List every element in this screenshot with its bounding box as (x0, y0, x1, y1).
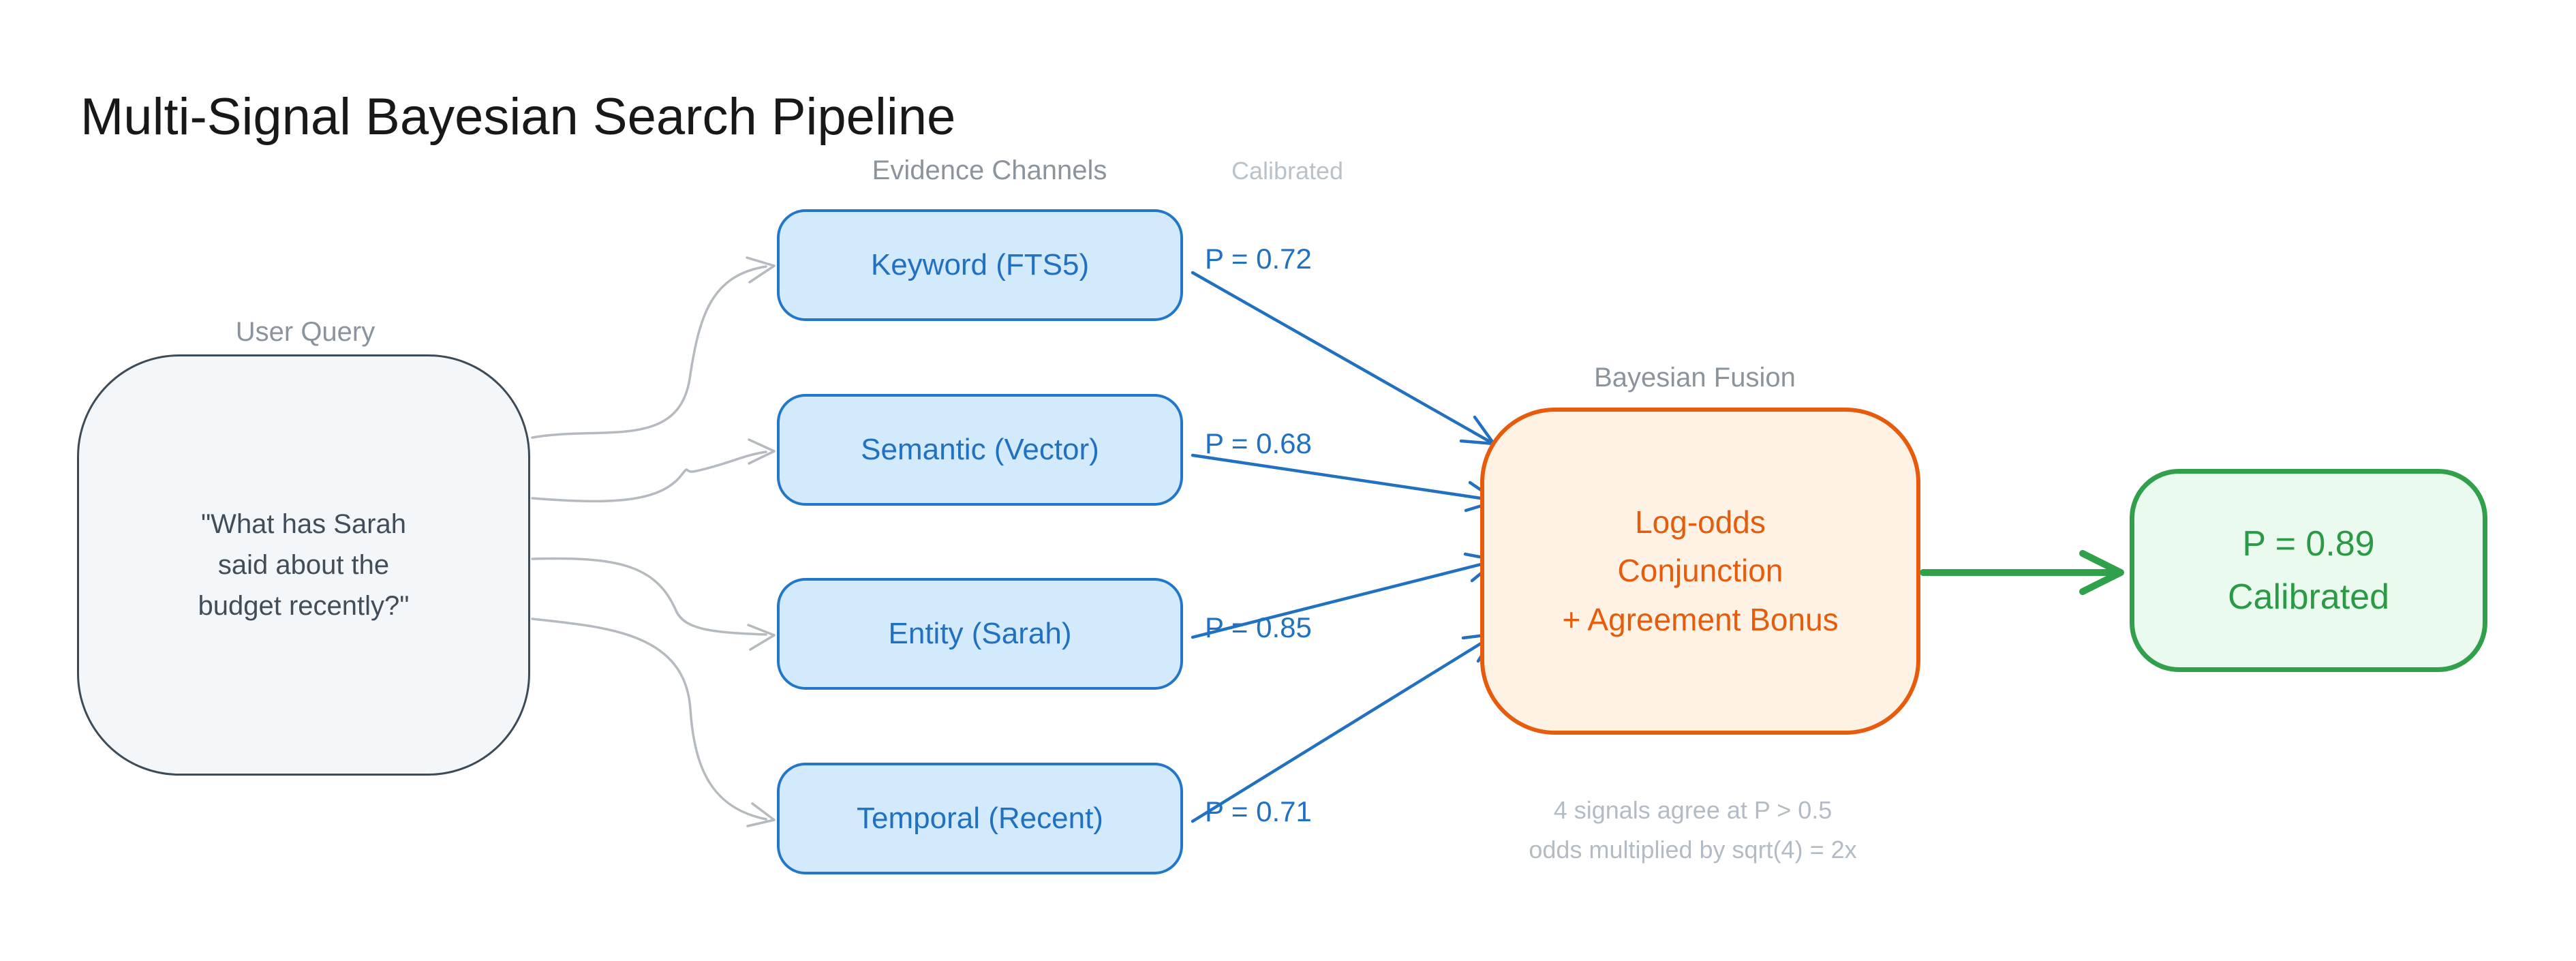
output-line-2: Calibrated (2227, 577, 2390, 617)
bayesian-fusion-text: Log-odds Conjunction + Agreement Bonus (1562, 498, 1838, 644)
channel-node-keyword: Keyword (FTS5) (777, 209, 1183, 321)
fusion-note-line-2: odds multiplied by sqrt(4) = 2x (1529, 836, 1857, 864)
calibrated-output-node: P = 0.89 Calibrated (2130, 469, 2487, 672)
bayesian-fusion-node: Log-odds Conjunction + Agreement Bonus (1480, 408, 1920, 735)
diagram-title: Multi-Signal Bayesian Search Pipeline (80, 88, 956, 146)
fusion-note-line-1: 4 signals agree at P > 0.5 (1553, 796, 1833, 824)
connector-query-semantic (531, 451, 767, 503)
user-query-label: User Query (235, 317, 375, 347)
channel-node-temporal: Temporal (Recent) (777, 763, 1183, 874)
connector-query-temporal (531, 617, 767, 821)
fusion-note: 4 signals agree at P > 0.5 odds multipli… (1454, 791, 1931, 870)
fusion-line-2: Conjunction (1617, 553, 1783, 589)
connector-query-keyword (531, 265, 767, 439)
arrow-temporal-fusion (1191, 634, 1495, 823)
output-line-1: P = 0.89 (2242, 524, 2375, 564)
arrowhead-fusion-output (2079, 550, 2124, 595)
bayesian-fusion-label: Bayesian Fusion (1594, 363, 1796, 393)
calibrated-column-label: Calibrated (1231, 157, 1344, 185)
arrowhead-query-keyword (746, 256, 776, 284)
user-query-line-2: said about the (217, 550, 390, 580)
calibrated-output-text: P = 0.89 Calibrated (2228, 517, 2389, 624)
fusion-line-3: + Agreement Bonus (1562, 601, 1839, 637)
arrowhead-query-semantic (748, 438, 776, 465)
user-query-line-1: "What has Sarah (200, 509, 406, 539)
evidence-channels-label: Evidence Channels (872, 155, 1107, 185)
channel-node-semantic: Semantic (Vector) (777, 394, 1183, 506)
p-value-keyword: P = 0.72 (1205, 243, 1312, 275)
arrow-keyword-fusion (1191, 271, 1493, 444)
user-query-node: "What has Sarah said about the budget re… (77, 354, 530, 776)
channel-node-entity: Entity (Sarah) (777, 578, 1183, 690)
p-value-semantic: P = 0.68 (1205, 427, 1312, 459)
user-query-line-3: budget recently?" (198, 591, 410, 621)
p-value-entity: P = 0.85 (1205, 611, 1312, 643)
arrow-semantic-fusion (1191, 453, 1497, 502)
arrowhead-query-temporal (746, 802, 776, 827)
connector-query-entity (531, 557, 767, 636)
arrowhead-query-entity (747, 624, 776, 651)
arrow-entity-fusion (1191, 559, 1497, 639)
fusion-line-1: Log-odds (1635, 504, 1766, 540)
p-value-temporal: P = 0.71 (1205, 795, 1312, 827)
user-query-text: "What has Sarah said about the budget re… (198, 504, 410, 626)
